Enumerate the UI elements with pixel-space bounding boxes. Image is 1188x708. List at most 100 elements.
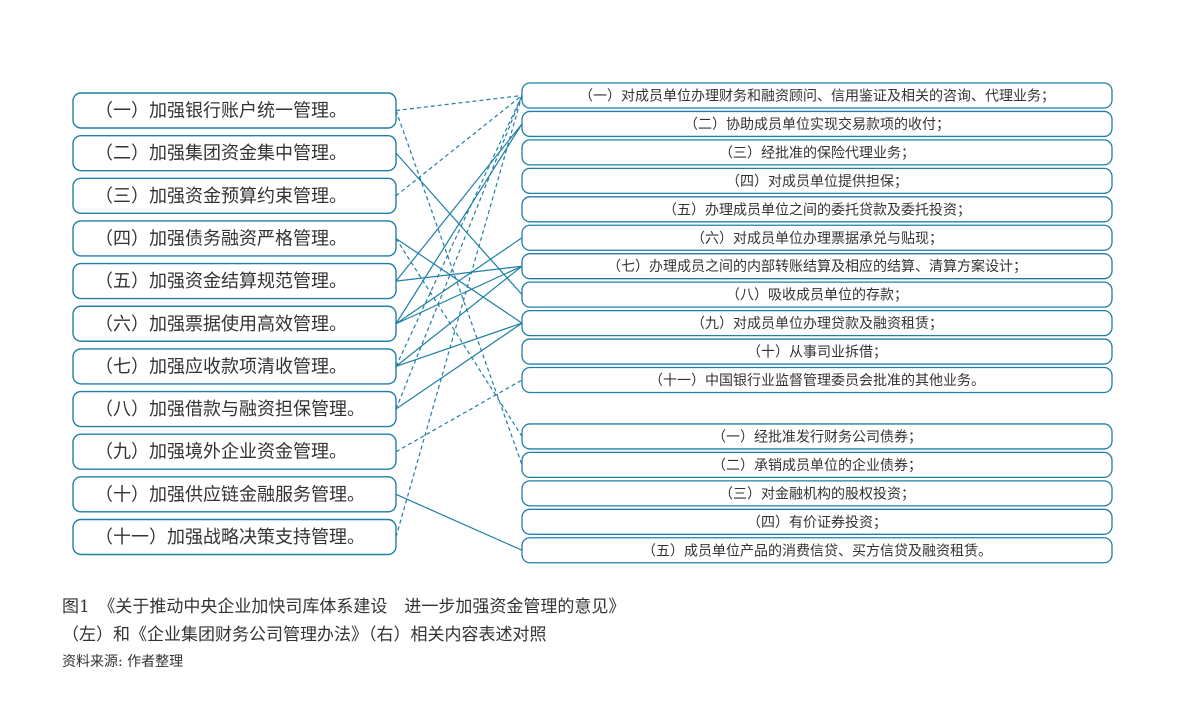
left-item-box: [72, 305, 397, 342]
left-item: （十一）加强战略决策支持管理。: [72, 518, 397, 556]
caption-line-2: （左）和《企业集团财务公司管理办法》（右）相关内容表述对照: [62, 625, 547, 645]
right-item: （五）办理成员单位之间的委托贷款及委托投资；: [521, 196, 1113, 223]
right-item-label: （五）办理成员单位之间的委托贷款及委托投资；: [663, 202, 971, 218]
right-item-label: （五）成员单位产品的消费信贷、买方信贷及融资租赁。: [642, 543, 992, 559]
right-item-box: [521, 253, 1113, 280]
right-item-box: [521, 480, 1113, 507]
right-item-box: [521, 537, 1113, 564]
right-item: （五）成员单位产品的消费信贷、买方信贷及融资租赁。: [521, 537, 1113, 564]
right-item-label: （十一）中国银行业监督管理委员会批准的其他业务。: [649, 373, 985, 389]
right-item-label: （一）对成员单位办理财务和融资顾问、信用鉴证及相关的咨询、代理业务；: [579, 89, 1055, 105]
solid-connector: [395, 237, 523, 325]
right-item: （三）对金融机构的股权投资；: [521, 480, 1113, 507]
left-item-label: （五）加强资金结算规范管理。: [95, 271, 347, 292]
left-item-label: （八）加强借款与融资担保管理。: [95, 399, 365, 420]
right-item-label: （三）对金融机构的股权投资；: [719, 486, 915, 502]
left-item: （一）加强银行账户统一管理。: [72, 92, 397, 129]
right-item: （二）协助成员单位实现交易款项的收付；: [521, 110, 1113, 138]
left-item-label: （六）加强票据使用高效管理。: [95, 314, 347, 335]
right-item-box: [521, 423, 1113, 450]
caption-line-1: 图1 《关于推动中央企业加快司库体系建设 进一步加强资金管理的意见》: [62, 597, 626, 617]
right-item-box: [521, 281, 1113, 308]
right-item: （一）经批准发行财务公司债券；: [521, 423, 1113, 450]
left-item: （四）加强债务融资严格管理。: [72, 220, 397, 257]
left-item-label: （九）加强境外企业资金管理。: [95, 442, 347, 463]
right-item-box: [521, 338, 1113, 365]
right-item: （四）有价证券投资；: [521, 508, 1113, 535]
left-item: （九）加强境外企业资金管理。: [72, 433, 397, 470]
right-item-box: [521, 224, 1113, 251]
solid-connector: [395, 322, 523, 367]
left-item-label: （十）加强供应链金融服务管理。: [95, 484, 365, 505]
right-item: （十）从事司业拆借；: [521, 338, 1113, 365]
comparison-diagram: （一）加强银行账户统一管理。 （二）加强集团资金集中管理。 （三）加强资金预算约束管…: [72, 82, 1113, 564]
left-item-label: （一）加强银行账户统一管理。: [95, 101, 347, 122]
left-item: （五）加强资金结算规范管理。: [72, 262, 397, 300]
left-item-box: [72, 134, 397, 172]
left-item-label: （四）加强债务融资严格管理。: [95, 228, 347, 249]
right-item: （九）对成员单位办理贷款及融资租赁；: [521, 309, 1113, 337]
right-item-label: （七）办理成员之间的内部转账结算及相应的结算、清算方案设计；: [607, 258, 1027, 275]
left-item: （六）加强票据使用高效管理。: [72, 305, 397, 342]
right-item: （七）办理成员之间的内部转账结算及相应的结算、清算方案设计；: [521, 253, 1113, 280]
right-item: （二）承销成员单位的企业债券；: [521, 451, 1113, 479]
left-item-label: （七）加强应收款项清收管理。: [95, 356, 347, 377]
solid-connector: [395, 265, 523, 282]
right-item: （六）对成员单位办理票据承兑与贴现；: [521, 224, 1113, 251]
left-item: （八）加强借款与融资担保管理。: [72, 390, 397, 428]
left-item: （二）加强集团资金集中管理。: [72, 134, 397, 172]
left-item-box: [72, 476, 397, 513]
left-column: （一）加强银行账户统一管理。 （二）加强集团资金集中管理。 （三）加强资金预算约束管…: [72, 92, 397, 556]
right-item-box: [521, 139, 1113, 166]
dashed-connector: [395, 95, 523, 197]
right-item-box: [521, 366, 1113, 394]
right-item-box: [521, 309, 1113, 337]
right-item-box: [521, 196, 1113, 223]
dashed-connector: [395, 95, 523, 367]
right-item-label: （一）经批准发行财务公司债券；: [712, 429, 922, 445]
solid-connector: [395, 123, 523, 325]
solid-connector: [395, 123, 523, 282]
left-item-label: （二）加强集团资金集中管理。: [95, 143, 347, 164]
left-item-box: [72, 220, 397, 257]
left-item-box: [72, 518, 397, 556]
left-item-box: [72, 390, 397, 428]
right-item: （十一）中国银行业监督管理委员会批准的其他业务。: [521, 366, 1113, 394]
right-item-label: （四）对成员单位提供担保；: [726, 174, 908, 190]
dashed-connector: [395, 95, 523, 410]
left-item: （十）加强供应链金融服务管理。: [72, 476, 397, 513]
right-item: （四）对成员单位提供担保；: [521, 167, 1113, 195]
right-item-label: （四）有价证券投资；: [747, 515, 887, 531]
right-item-label: （六）对成员单位办理票据承兑与贴现；: [691, 231, 943, 247]
solid-connector: [395, 493, 523, 551]
left-item: （七）加强应收款项清收管理。: [72, 348, 397, 385]
right-column: （一）对成员单位办理财务和融资顾问、信用鉴证及相关的咨询、代理业务； （二）协助成…: [521, 82, 1113, 564]
left-item: （三）加强资金预算约束管理。: [72, 177, 397, 215]
left-item-box: [72, 262, 397, 300]
right-item-box: [521, 110, 1113, 138]
dashed-connector: [395, 379, 523, 453]
right-item-label: （九）对成员单位办理贷款及融资租赁；: [691, 316, 943, 332]
right-item: （一）对成员单位办理财务和融资顾问、信用鉴证及相关的咨询、代理业务；: [521, 82, 1113, 109]
dashed-connector: [395, 94, 523, 112]
solid-connector: [395, 265, 523, 367]
left-item-box: [72, 92, 397, 129]
right-item-label: （十）从事司业拆借；: [747, 345, 887, 361]
right-item-label: （三）经批准的保险代理业务；: [719, 145, 915, 161]
solid-connector: [395, 265, 523, 325]
left-item-box: [72, 433, 397, 470]
source-note: 资料来源: 作者整理: [62, 654, 184, 670]
connector-lines: [395, 94, 523, 551]
right-item-box: [521, 167, 1113, 195]
left-item-box: [72, 177, 397, 215]
right-item-box: [521, 508, 1113, 535]
right-item: （八）吸收成员单位的存款；: [521, 281, 1113, 308]
left-item-box: [72, 348, 397, 385]
left-item-label: （三）加强资金预算约束管理。: [95, 186, 347, 207]
right-item: （三）经批准的保险代理业务；: [521, 139, 1113, 166]
right-item-label: （二）协助成员单位实现交易款项的收付；: [684, 116, 950, 133]
left-item-label: （十一）加强战略决策支持管理。: [95, 527, 365, 548]
right-item-box: [521, 82, 1113, 109]
right-item-label: （二）承销成员单位的企业债券；: [712, 457, 922, 474]
right-item-box: [521, 451, 1113, 479]
